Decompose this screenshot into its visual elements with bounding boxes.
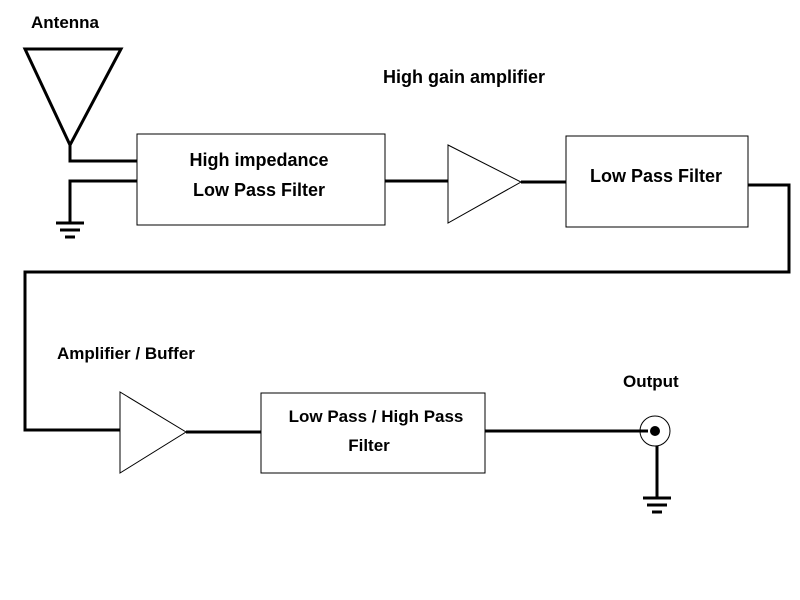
- wire-lpf-to-buffer: [23, 183, 791, 432]
- wire-ground-to-filter: [68, 179, 137, 222]
- ground-icon-input: [56, 221, 84, 239]
- low-pass-filter-block: [565, 135, 749, 228]
- lp-hp-line2: Filter: [348, 436, 390, 455]
- output-connector-icon: [639, 415, 671, 447]
- high-gain-amplifier-label: High gain amplifier: [383, 67, 545, 87]
- high-impedance-lpf-block: [136, 133, 386, 226]
- antenna-icon: [22, 47, 124, 149]
- lp-hp-line1: Low Pass / High Pass: [289, 407, 464, 426]
- high-gain-amplifier-icon: [447, 144, 523, 224]
- lp-hp-filter-block: [260, 392, 486, 474]
- output-label: Output: [623, 372, 679, 391]
- hi-lpf-line2: Low Pass Filter: [193, 180, 325, 200]
- amplifier-buffer-label: Amplifier / Buffer: [57, 344, 195, 363]
- lpf-label: Low Pass Filter: [590, 166, 722, 186]
- ground-icon-output: [643, 496, 671, 514]
- wire-antenna-to-filter: [68, 145, 137, 163]
- antenna-label: Antenna: [31, 13, 100, 32]
- hi-lpf-line1: High impedance: [189, 150, 328, 170]
- buffer-amplifier-icon: [119, 391, 187, 474]
